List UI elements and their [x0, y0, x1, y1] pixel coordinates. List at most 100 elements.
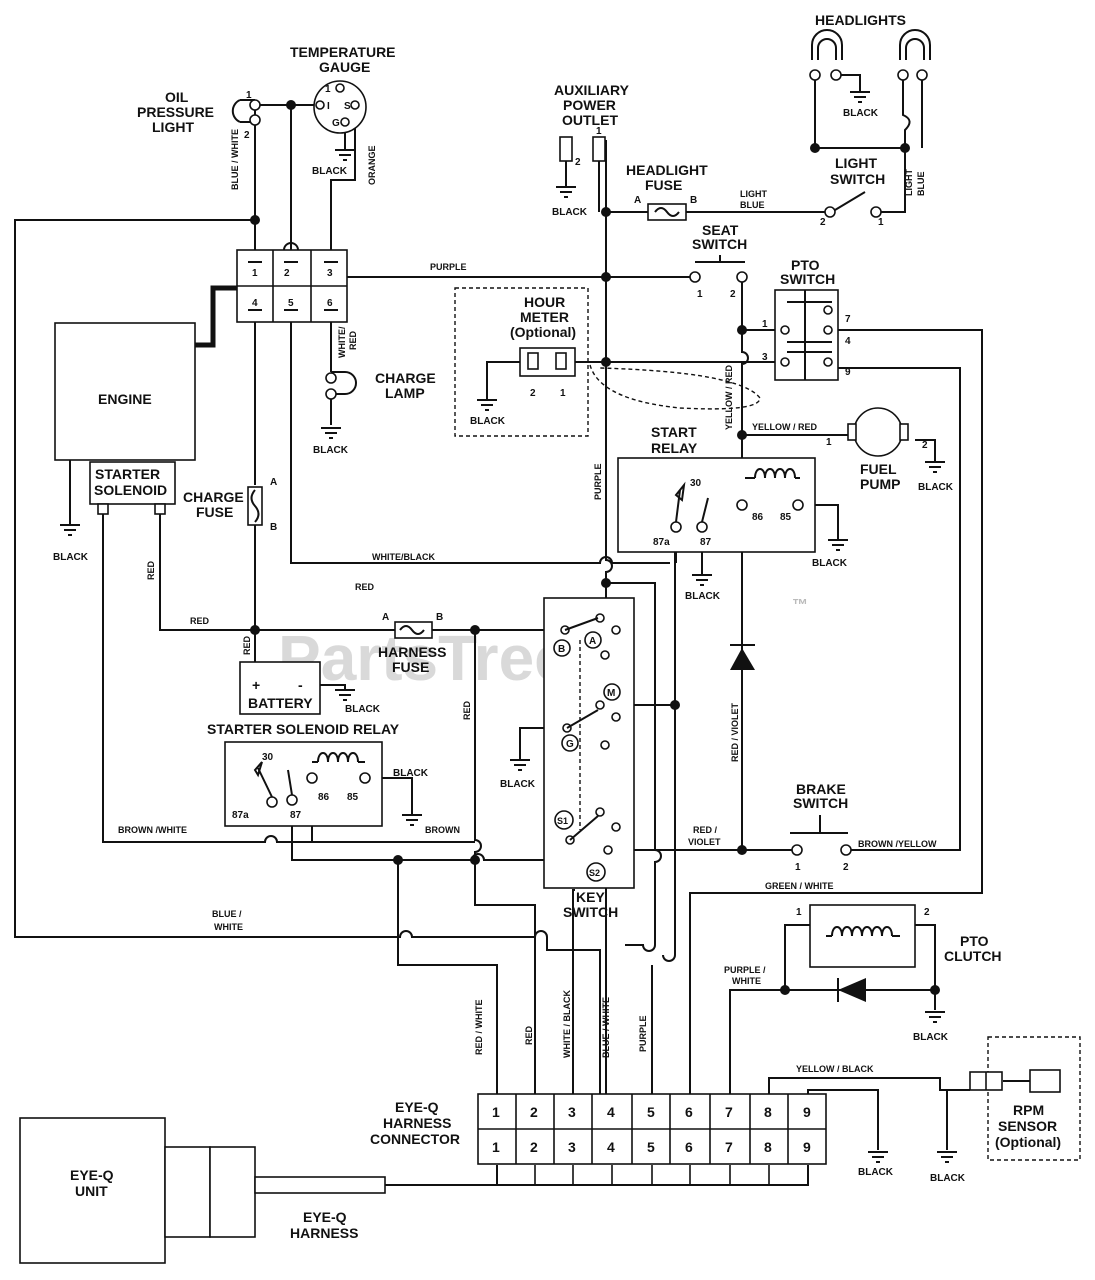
- svg-text:SWITCH: SWITCH: [793, 795, 848, 811]
- svg-text:ENGINE: ENGINE: [98, 391, 152, 407]
- svg-text:PRESSURE: PRESSURE: [137, 104, 214, 120]
- start-relay: START RELAY 30 87a 87 86 85 BLACK BLACK …: [372, 424, 848, 602]
- junction-dot: [250, 215, 260, 225]
- svg-text:2: 2: [730, 289, 736, 300]
- junction-dot: [737, 845, 747, 855]
- junction-dot: [393, 855, 403, 865]
- svg-text:BLACK: BLACK: [858, 1167, 894, 1178]
- junction-dot: [470, 855, 480, 865]
- svg-text:2: 2: [575, 157, 581, 168]
- svg-text:87a: 87a: [653, 537, 670, 548]
- white-black-wire: [290, 310, 670, 564]
- pto-switch: PTO SWITCH 1 3 4 7 9: [762, 257, 851, 381]
- svg-text:87: 87: [290, 810, 302, 821]
- svg-text:5: 5: [647, 1139, 655, 1155]
- light-switch-out-wire: [880, 150, 906, 213]
- solenoid-red-wire: [159, 510, 255, 631]
- svg-text:BLACK: BLACK: [312, 166, 348, 177]
- svg-text:BLACK: BLACK: [913, 1032, 949, 1043]
- svg-text:CONNECTOR: CONNECTOR: [370, 1131, 460, 1147]
- key-switch: B A M G S1 S2 BLACK KEY SWITCH: [500, 597, 635, 920]
- diode: RED / VIOLET RED / VIOLET: [688, 644, 755, 847]
- svg-text:G: G: [566, 739, 574, 750]
- svg-text:1: 1: [596, 126, 602, 137]
- svg-text:A: A: [634, 195, 641, 206]
- brown-yellow-wire: [835, 367, 961, 851]
- headlight-fuse: HEADLIGHT FUSE A B LIGHT BLUE: [626, 162, 767, 221]
- svg-text:1: 1: [246, 90, 252, 101]
- brown-white-wire: [102, 510, 475, 843]
- hour-meter-dashed-link: [589, 364, 761, 410]
- svg-text:SEAT: SEAT: [702, 222, 739, 238]
- junction-dot: [286, 100, 296, 110]
- svg-text:EYE-Q: EYE-Q: [303, 1209, 347, 1225]
- svg-text:RED: RED: [190, 616, 210, 626]
- svg-text:9: 9: [803, 1104, 811, 1120]
- harness-fuse: A B HARNESS FUSE RED RED: [355, 582, 472, 720]
- svg-text:LIGHT: LIGHT: [904, 169, 914, 196]
- svg-text:BLACK: BLACK: [685, 591, 721, 602]
- svg-text:6: 6: [685, 1104, 693, 1120]
- svg-text:2: 2: [530, 388, 536, 399]
- svg-text:YELLOW / RED: YELLOW / RED: [752, 422, 818, 432]
- svg-text:B: B: [690, 195, 697, 206]
- svg-text:2: 2: [284, 268, 290, 279]
- svg-text:FUSE: FUSE: [196, 504, 233, 520]
- svg-text:YELLOW / BLACK: YELLOW / BLACK: [796, 1064, 874, 1074]
- svg-text:VIOLET: VIOLET: [688, 837, 721, 847]
- hour-meter-optional-box: [454, 287, 589, 437]
- junction-dot: [470, 625, 480, 635]
- svg-text:S2: S2: [589, 868, 600, 878]
- svg-text:-: -: [298, 677, 303, 693]
- svg-text:START: START: [651, 424, 697, 440]
- svg-text:KEY: KEY: [576, 889, 605, 905]
- svg-text:BROWN /WHITE: BROWN /WHITE: [118, 825, 187, 835]
- junction-dot: [900, 143, 910, 153]
- svg-text:FUSE: FUSE: [645, 177, 682, 193]
- fuel-pump-ground-wire: [915, 439, 936, 462]
- watermark: PartsTree ™: [278, 597, 808, 694]
- svg-text:BLUE: BLUE: [916, 172, 926, 197]
- svg-text:HARNESS: HARNESS: [378, 644, 446, 660]
- svg-text:4: 4: [607, 1104, 615, 1120]
- watermark-tm: ™: [792, 597, 808, 614]
- svg-text:8: 8: [764, 1104, 772, 1120]
- svg-text:5: 5: [288, 298, 294, 309]
- svg-text:86: 86: [318, 792, 330, 803]
- engine-ground-strap: [195, 285, 238, 348]
- svg-text:PURPLE: PURPLE: [430, 262, 467, 272]
- junction-dot: [670, 700, 680, 710]
- svg-text:RED / VIOLET: RED / VIOLET: [730, 702, 740, 762]
- junction-dot: [810, 143, 820, 153]
- connector-wire-labels: RED / WHITE RED WHITE / BLACK BLUE / WHI…: [212, 909, 648, 1058]
- svg-text:RED: RED: [146, 560, 156, 580]
- svg-text:2: 2: [530, 1104, 538, 1120]
- svg-text:OIL: OIL: [165, 89, 189, 105]
- svg-text:WHITE/BLACK: WHITE/BLACK: [372, 552, 435, 562]
- junction-dot: [930, 985, 940, 995]
- svg-text:B: B: [558, 644, 565, 655]
- svg-text:BLACK: BLACK: [843, 108, 879, 119]
- purple-main-wire: [605, 140, 613, 1100]
- svg-text:LIGHT: LIGHT: [152, 119, 194, 135]
- headlight-ground-wire: [836, 74, 861, 92]
- junction-dot: [601, 272, 611, 282]
- wires: [14, 74, 1030, 1186]
- svg-text:4: 4: [607, 1139, 615, 1155]
- svg-text:9: 9: [845, 367, 851, 378]
- svg-text:1: 1: [492, 1139, 500, 1155]
- svg-text:BLACK: BLACK: [470, 416, 506, 427]
- svg-text:7: 7: [725, 1104, 733, 1120]
- key-m-down-wire: [662, 705, 676, 962]
- junction-dot: [601, 357, 611, 367]
- svg-text:G: G: [332, 118, 340, 129]
- battery: + - BATTERY RED BLACK: [239, 635, 381, 715]
- blue-white-wire: [14, 219, 601, 1100]
- svg-text:9: 9: [803, 1139, 811, 1155]
- svg-text:BROWN: BROWN: [425, 825, 460, 835]
- svg-text:HOUR: HOUR: [524, 294, 565, 310]
- eyeq-harness-connector: EYE-Q HARNESS CONNECTOR 1 2 3 4 5 6 7 8 …: [370, 1093, 827, 1165]
- svg-text:BLACK: BLACK: [918, 482, 954, 493]
- svg-text:BLUE / WHITE: BLUE / WHITE: [601, 997, 611, 1058]
